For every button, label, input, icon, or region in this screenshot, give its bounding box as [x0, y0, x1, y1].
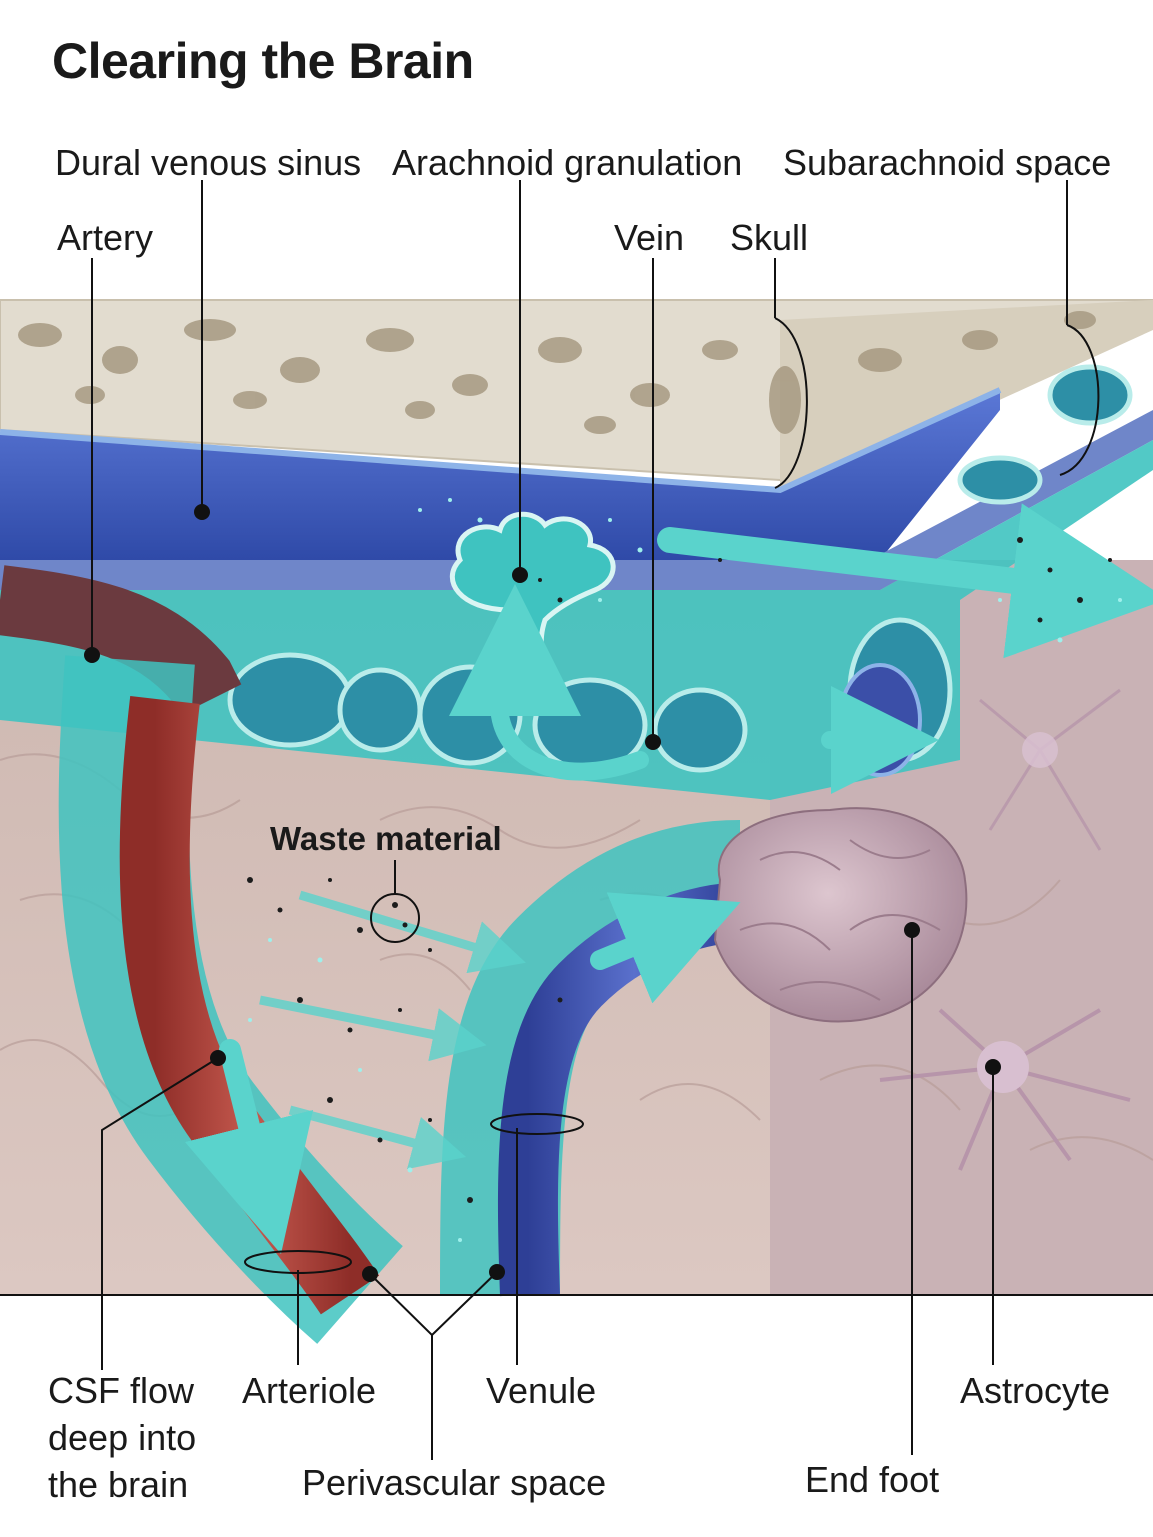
csf-flow-arrows: [184, 503, 1153, 1255]
waste-particles: [247, 537, 1112, 1203]
astrocyte-upper-body: [1022, 732, 1058, 768]
astrocyte-upper: [979, 688, 1121, 851]
skull-bone-pores: [18, 311, 1096, 434]
end-foot-texture: [739, 839, 941, 1001]
astrocyte-end-foot: [713, 807, 968, 1023]
sinus-floor: [0, 410, 1153, 590]
label-skull: Skull: [730, 217, 809, 258]
page-title: Clearing the Brain: [52, 33, 474, 89]
leader-dots: [84, 504, 1001, 1282]
label-vein: Vein: [614, 217, 685, 258]
leader-lines: [91, 180, 1100, 1460]
csf-particles: [248, 498, 1122, 1242]
label-arteriole: Arteriole: [242, 1370, 377, 1411]
dural-venous-sinus: [0, 390, 1000, 560]
label-perivascular-space: Perivascular space: [302, 1462, 607, 1503]
sinus-membrane: [0, 387, 1002, 494]
label-waste-material: Waste material: [270, 820, 502, 857]
label-arachnoid-granulation: Arachnoid granulation: [392, 142, 743, 183]
label-artery: Artery: [57, 217, 154, 258]
label-end-foot: End foot: [805, 1459, 940, 1500]
label-venule: Venule: [486, 1370, 597, 1411]
astrocyte: [879, 1008, 1131, 1171]
astrocyte-body: [977, 1041, 1029, 1093]
label-dural-venous-sinus: Dural venous sinus: [55, 142, 362, 183]
vein: [838, 663, 922, 777]
label-astrocyte: Astrocyte: [960, 1370, 1111, 1411]
label-csf-flow: CSF flow deep into the brain: [48, 1370, 197, 1505]
label-subarachnoid-space: Subarachnoid space: [783, 142, 1112, 183]
waste-flow-arrows: [259, 890, 526, 1170]
